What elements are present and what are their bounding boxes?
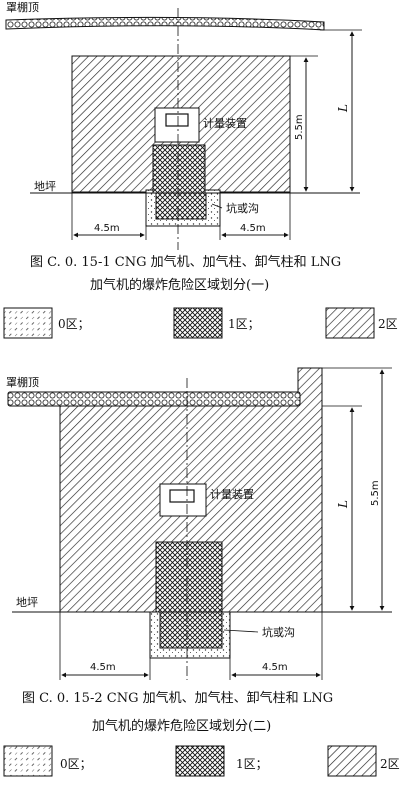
legend1-zone0-label: 0区；	[58, 317, 90, 331]
fig1-zone1-pit	[155, 192, 207, 220]
figure-1: 罩棚顶 计量装置 地坪 坑或沟 4.5m 4.5m	[5, 0, 362, 293]
legend1-zone1-swatch	[173, 307, 223, 339]
fig2-meter-label: 计量装置	[210, 488, 254, 501]
legend-1: 0区； 1区； 2区	[3, 307, 398, 339]
figure-2: 罩棚顶 计量装置 地坪 坑或沟 4.5m 4.5m	[6, 367, 392, 734]
fig1-dim-height: 5.5m	[294, 114, 305, 140]
fig1-caption-line2: 加气机的爆炸危险区域划分(一)	[90, 277, 269, 293]
fig2-canopy-roof	[7, 391, 301, 407]
fig1-meter-label: 计量装置	[203, 117, 247, 130]
fig1-caption-line1: 图 C. 0. 15-1 CNG 加气机、加气柱、卸气柱和 LNG	[30, 254, 341, 270]
fig1-dim-L: L	[336, 104, 350, 113]
legend1-zone0-swatch	[3, 307, 53, 339]
fig1-zone1-dispenser	[152, 144, 206, 194]
fig1-canopy-roof	[5, 16, 325, 31]
legend2-zone2-label: 2区	[380, 757, 400, 771]
fig2-caption-line2: 加气机的爆炸危险区域划分(二)	[92, 718, 271, 734]
legend2-zone0-label: 0区；	[60, 757, 92, 771]
fig1-ground-label: 地坪	[34, 180, 56, 193]
fig2-dim-height: 5.5m	[370, 480, 381, 506]
fig1-meter-display	[165, 113, 189, 127]
legend1-zone2-label: 2区	[378, 317, 398, 331]
fig1-canopy-label: 罩棚顶	[6, 0, 39, 14]
fig1-dim-right: 4.5m	[240, 223, 266, 234]
fig1-pit-label: 坑或沟	[226, 201, 259, 215]
fig2-dim-L: L	[336, 500, 350, 509]
fig2-dim-right: 4.5m	[262, 662, 288, 673]
legend2-zone0-swatch	[3, 745, 53, 777]
fig1-dim-left: 4.5m	[94, 223, 120, 234]
legend2-zone2-swatch	[327, 745, 377, 777]
fig2-canopy-label: 罩棚顶	[6, 375, 39, 389]
fig2-zone1-pit	[159, 611, 223, 649]
fig2-pit-label: 坑或沟	[262, 625, 295, 639]
fig2-ground-label: 地坪	[16, 596, 38, 609]
legend1-zone2-swatch	[325, 307, 375, 339]
legend-2: 0区； 1区； 2区	[3, 745, 400, 777]
legend2-zone1-label: 1区；	[236, 757, 268, 771]
fig2-caption-line1: 图 C. 0. 15-2 CNG 加气机、加气柱、卸气柱和 LNG	[22, 690, 333, 706]
fig2-dim-left: 4.5m	[90, 662, 116, 673]
legend1-zone1-label: 1区；	[228, 317, 260, 331]
legend2-zone1-swatch	[175, 745, 225, 777]
fig2-meter-display	[169, 489, 195, 503]
fig2-zone1-dispenser	[155, 541, 223, 613]
